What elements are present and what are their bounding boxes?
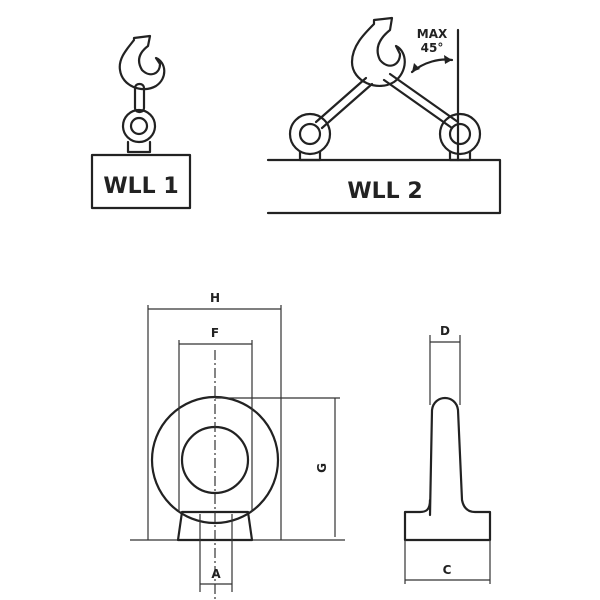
single-lift-illustration: WLL 1 [90, 34, 192, 210]
double-lift-illustration: MAX 45° WLL 2 [266, 16, 502, 215]
max-label: MAX [417, 27, 448, 41]
load-block-1 [90, 153, 192, 210]
eye-ring-right [438, 112, 482, 156]
eye-ring-left [288, 112, 332, 156]
wll-1-label: WLL 1 [103, 174, 178, 199]
load-block-2 [266, 158, 502, 215]
side-view: D C [403, 324, 492, 584]
chain-link [133, 82, 146, 114]
eye-ring [121, 108, 157, 144]
dim-a-label: A [211, 567, 221, 581]
angle-label: 45° [421, 41, 444, 55]
sling-leg-left [320, 82, 374, 130]
wll-2-label: WLL 2 [347, 179, 422, 204]
side-profile [403, 396, 492, 542]
dim-d-label: D [440, 324, 450, 338]
front-view: H F G A [130, 291, 345, 600]
dim-h-label: H [210, 291, 220, 305]
eye-ring-hole [129, 116, 149, 136]
dim-f-label: F [211, 326, 219, 340]
hook-icon [350, 16, 406, 87]
sling-leg-right [382, 78, 454, 130]
dim-c-label: C [443, 563, 452, 577]
eye-nut-base [126, 140, 152, 154]
hook-icon [118, 34, 166, 91]
dim-g-label: G [315, 463, 329, 473]
eye-outer [150, 395, 280, 525]
nut-base [176, 510, 254, 542]
